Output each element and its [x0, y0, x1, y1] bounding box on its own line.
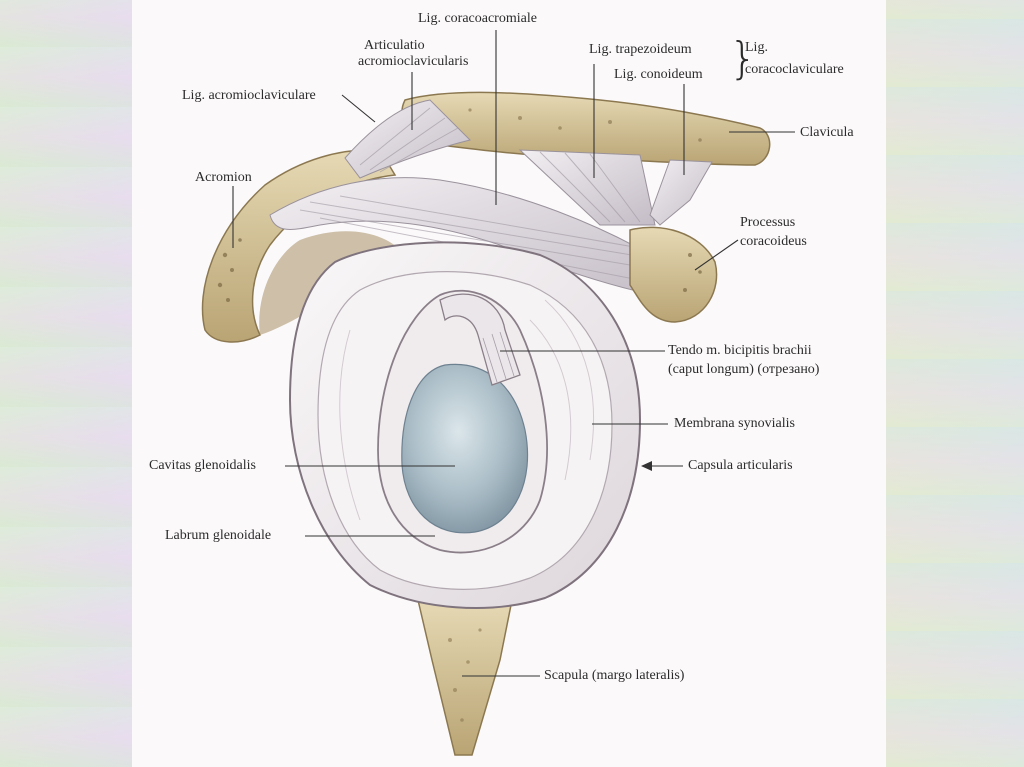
label-processus-line2: coracoideus: [740, 234, 807, 249]
label-tendo-line1: Tendo m. bicipitis brachii: [668, 343, 812, 358]
label-lig-conoideum: Lig. conoideum: [614, 67, 703, 82]
leader-lines: [232, 30, 795, 677]
label-cavitas-glenoidalis: Cavitas glenoidalis: [149, 458, 256, 473]
right-decorative-border: [886, 0, 1024, 767]
label-acromion: Acromion: [195, 170, 252, 185]
biceps-tendon: [439, 293, 521, 386]
label-lig-coracoclaviculare-line1: Lig.: [745, 40, 768, 55]
capsula-arrowhead: [641, 461, 652, 471]
coracoclavicular-brace: }: [729, 33, 757, 84]
label-lig-trapezoideum: Lig. trapezoideum: [589, 42, 692, 57]
acromioclavicular-ligament: [344, 99, 471, 179]
label-processus-line1: Processus: [740, 215, 796, 230]
label-articulatio-line1: Articulatio: [364, 38, 425, 53]
label-lig-acromioclaviculare: Lig. acromioclaviculare: [182, 88, 316, 103]
label-labrum-glenoidale: Labrum glenoidale: [165, 528, 272, 543]
label-lig-coracoacromiale: Lig. coracoacromiale: [418, 11, 537, 26]
cavitas-glenoidalis-shape: [401, 363, 529, 534]
coracoid-process: [629, 226, 718, 323]
label-scapula: Scapula (margo lateralis): [544, 668, 685, 683]
left-decorative-border: [0, 0, 132, 767]
trapezoid-ligament: [518, 149, 656, 226]
conoid-ligament: [649, 159, 713, 226]
label-clavicula: Clavicula: [800, 125, 854, 140]
scapula-bone: [417, 599, 513, 756]
label-capsula-articularis: Capsula articularis: [688, 458, 793, 473]
label-membrana-synovialis: Membrana synovialis: [674, 416, 795, 431]
label-articulatio-line2: acromioclavicularis: [358, 54, 469, 69]
label-lig-coracoclaviculare-line2: coracoclaviculare: [745, 62, 844, 77]
label-tendo-line2: (caput longum) (отрезано): [668, 362, 820, 377]
clavicle-bone: [401, 91, 771, 166]
